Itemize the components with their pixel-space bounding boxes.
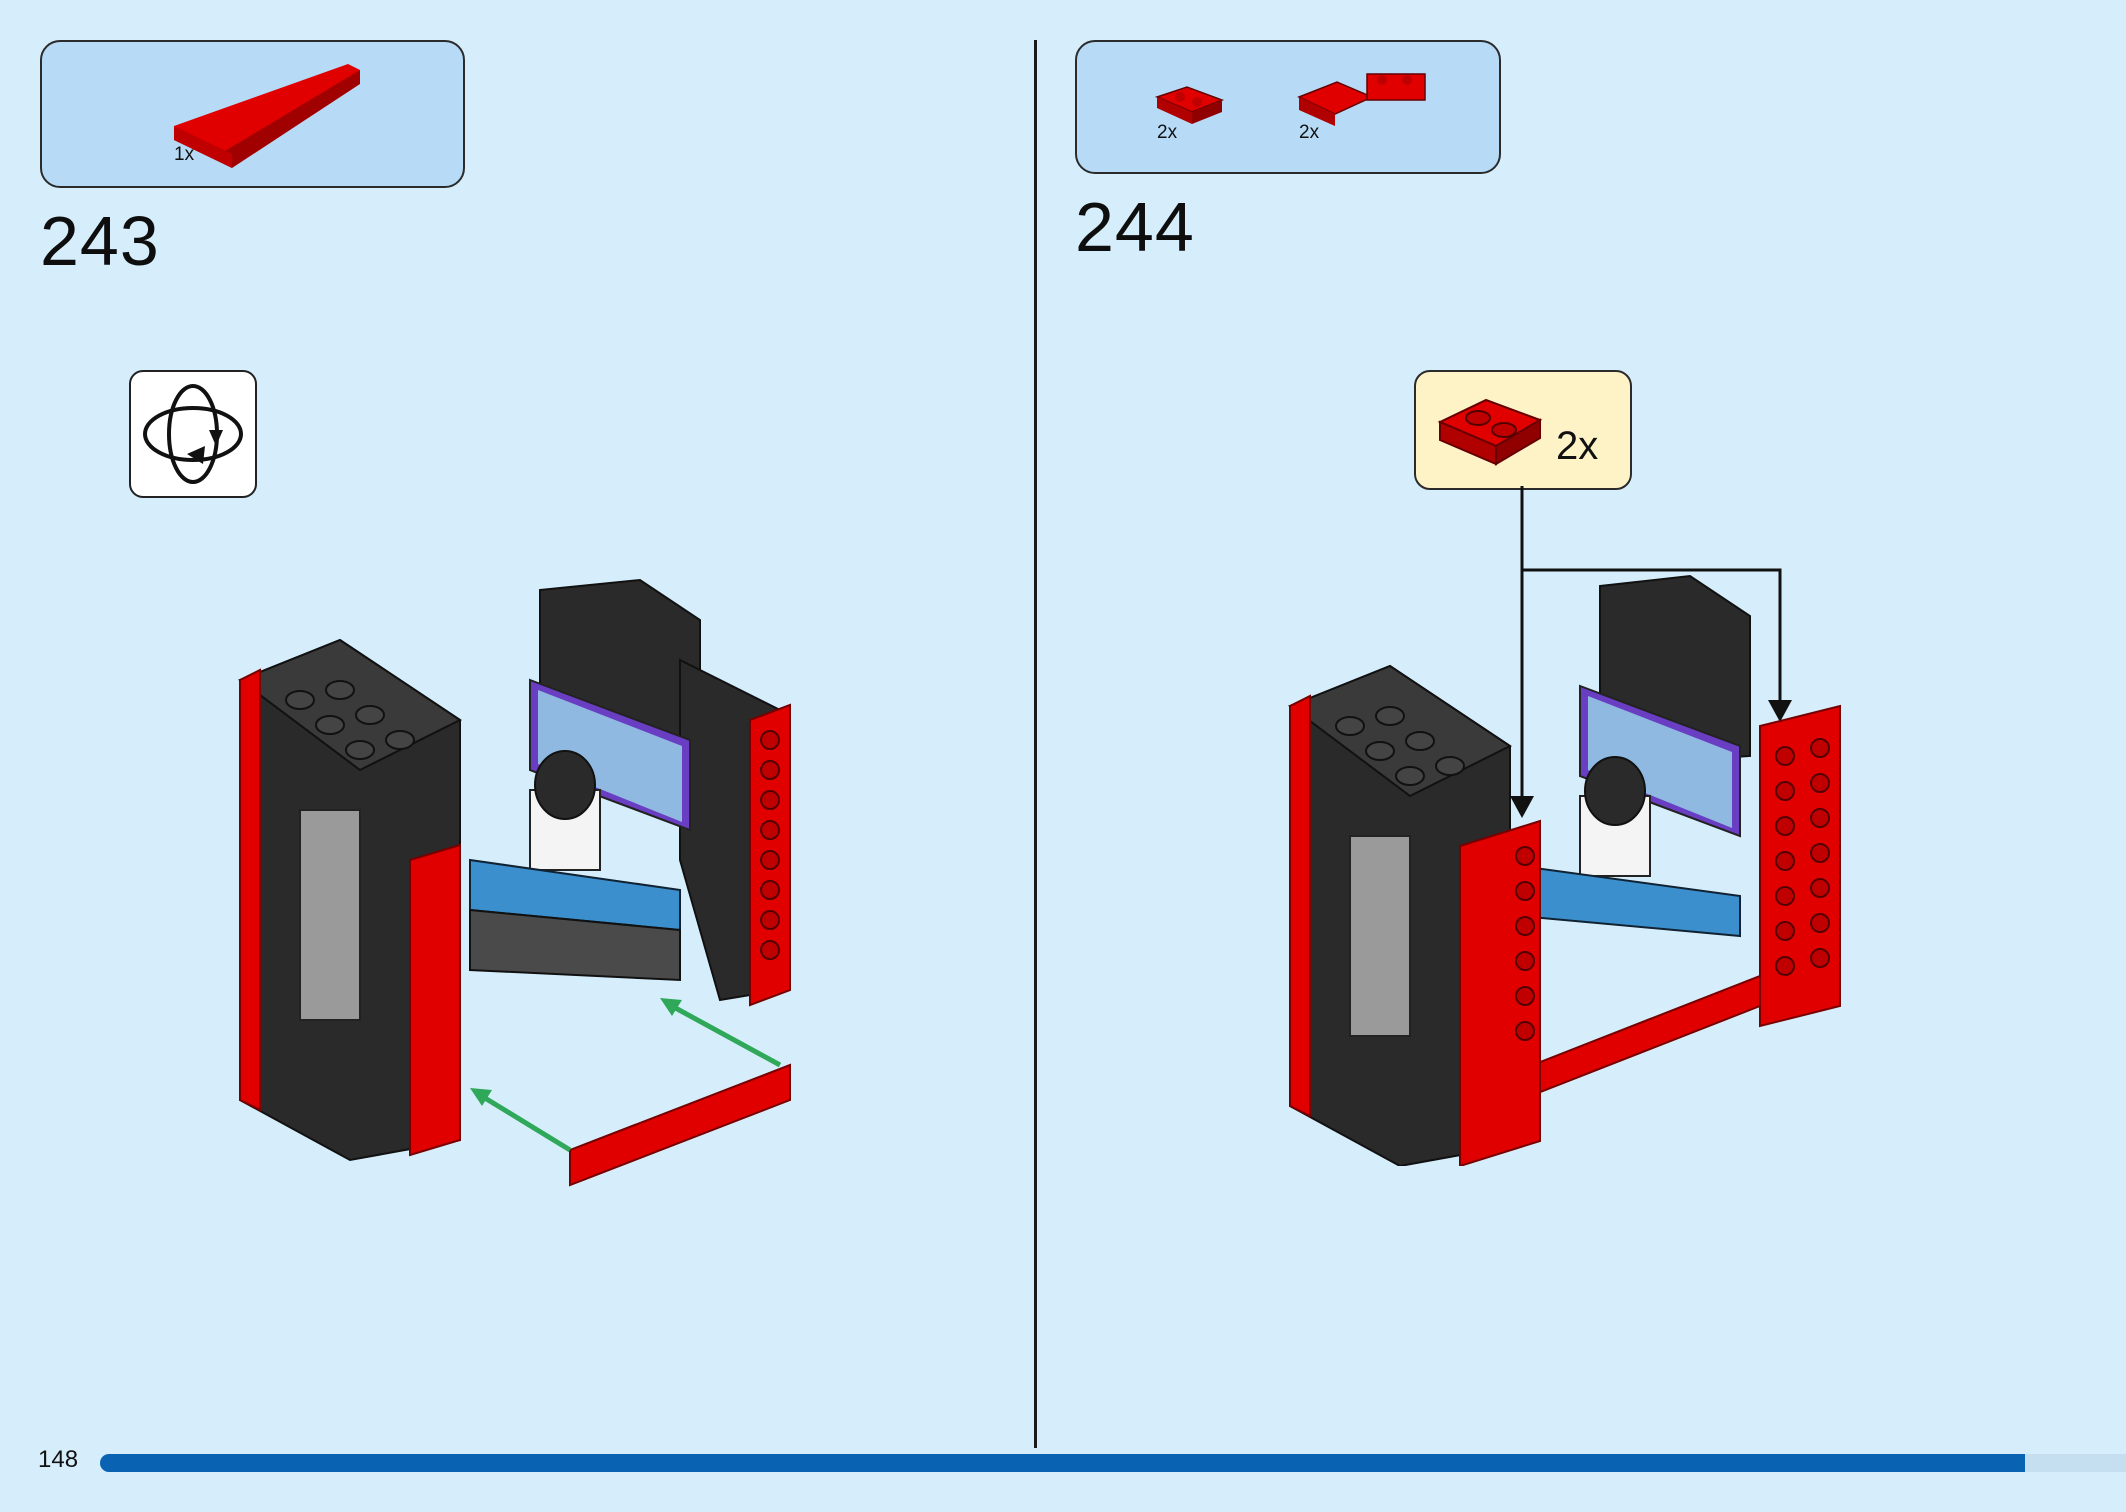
part-qty: 2x [1299,122,1320,143]
part-qty: 2x [1157,122,1178,143]
sub-step-callout: 2x [1414,370,1632,490]
red-tile-part-icon [174,64,360,168]
step-number-243: 243 [40,202,160,280]
progress-bar-fill [100,1454,2025,1472]
step-number-244: 244 [1075,188,1195,266]
progress-bar [100,1454,2126,1472]
rotate-model-icon [129,370,257,498]
red-hinge-plate-part-icon [1297,73,1426,126]
model-illustration-243 [237,578,791,1187]
model-illustration-244 [1287,486,1841,1166]
part-qty: 1x [174,144,195,165]
parts-list-244: 2x 2x [1075,40,1501,174]
red-plate-part-icon [1154,86,1225,124]
parts-list-243: 1x [40,40,465,188]
page-divider [1034,40,1037,1448]
red-plate-callout-icon [1437,398,1543,466]
callout-qty: 2x [1556,424,1599,468]
page-number: 148 [38,1446,79,1473]
